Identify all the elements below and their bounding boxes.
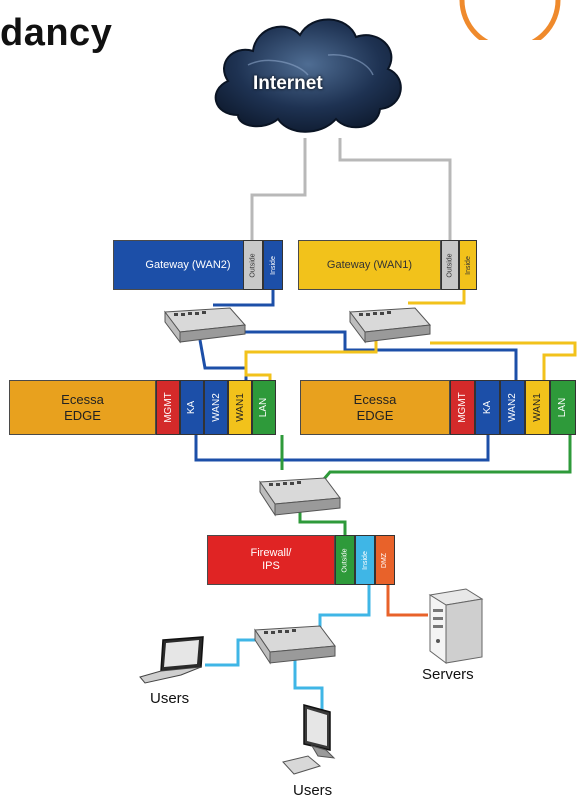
server-tower-icon bbox=[428, 588, 484, 664]
ecessa-edge-1: Ecessa EDGE bbox=[9, 380, 156, 435]
switch-access-icon bbox=[254, 625, 336, 665]
edge2-ka-port: KA bbox=[475, 380, 500, 435]
edge2-wan1-port: WAN1 bbox=[525, 380, 550, 435]
wire-internet-to-gw-wan1 bbox=[338, 138, 452, 243]
wire-switch2-to-edge1-wan1 bbox=[244, 340, 378, 380]
edge1-lan-port: LAN bbox=[252, 380, 276, 435]
edge1-wan2-port: WAN2 bbox=[204, 380, 228, 435]
wire-ka-link bbox=[194, 435, 490, 462]
wire-gw-wan2-inside-to-switch bbox=[213, 290, 275, 307]
gateway-wan1-outside-port: Outside bbox=[441, 240, 459, 290]
wire-firewall-inside-to-switch bbox=[318, 585, 371, 630]
wire-switch-to-laptop bbox=[205, 638, 255, 667]
laptop-icon bbox=[139, 636, 204, 684]
wire-switch-to-desktop bbox=[293, 658, 324, 710]
ecessa-edge-2: Ecessa EDGE bbox=[300, 380, 450, 435]
internet-cloud-icon bbox=[214, 18, 402, 133]
page-title: dancy bbox=[0, 12, 113, 54]
wire-internet-to-gw-wan2 bbox=[250, 138, 307, 243]
firewall-inside-port: Inside bbox=[355, 535, 375, 585]
decorative-circle bbox=[459, 0, 561, 40]
edge1-ka-port: KA bbox=[180, 380, 204, 435]
edge2-wan2-port: WAN2 bbox=[500, 380, 525, 435]
edge1-mgmt-port: MGMT bbox=[156, 380, 180, 435]
ecessa-edge-1-label: Ecessa EDGE bbox=[61, 391, 104, 423]
desktop-computer-icon bbox=[282, 704, 336, 775]
wire-gw-wan1-inside-to-switch bbox=[408, 290, 466, 305]
gateway-wan1: Gateway (WAN1) bbox=[298, 240, 441, 290]
ecessa-edge-2-label: Ecessa EDGE bbox=[353, 391, 397, 423]
gateway-wan2: Gateway (WAN2) bbox=[113, 240, 263, 290]
gateway-wan1-inside-port: Inside bbox=[459, 240, 477, 290]
gateway-wan2-outside-port: Outside bbox=[243, 240, 263, 290]
users-laptop-label: Users bbox=[150, 690, 190, 707]
users-desktop-label: Users bbox=[293, 782, 333, 799]
gateway-wan1-label: Gateway (WAN1) bbox=[326, 259, 413, 271]
servers-label: Servers bbox=[422, 666, 474, 683]
gateway-wan2-inside-port: Inside bbox=[263, 240, 283, 290]
wire-switch2-to-edge2-wan1 bbox=[430, 341, 577, 380]
wire-switch1-to-edge2-wan2 bbox=[225, 330, 518, 380]
edge1-wan1-port: WAN1 bbox=[228, 380, 252, 435]
switch-wan2-icon bbox=[164, 307, 247, 344]
switch-wan1-icon bbox=[349, 307, 432, 344]
wire-switch1-to-edge1-wan2 bbox=[198, 339, 248, 380]
gateway-wan2-label: Gateway (WAN2) bbox=[145, 259, 231, 271]
firewall-dmz-port: DMZ bbox=[375, 535, 395, 585]
firewall-outside-port: Outside bbox=[335, 535, 355, 585]
wire-switch-to-firewall bbox=[298, 510, 347, 535]
edge2-mgmt-port: MGMT bbox=[450, 380, 475, 435]
internet-label: Internet bbox=[253, 73, 323, 94]
switch-core-icon bbox=[259, 477, 341, 517]
edge2-lan-port: LAN bbox=[550, 380, 576, 435]
firewall-ips: Firewall/ IPS bbox=[207, 535, 335, 585]
firewall-label: Firewall/ IPS bbox=[250, 547, 292, 572]
wire-firewall-dmz-to-servers bbox=[386, 585, 428, 617]
